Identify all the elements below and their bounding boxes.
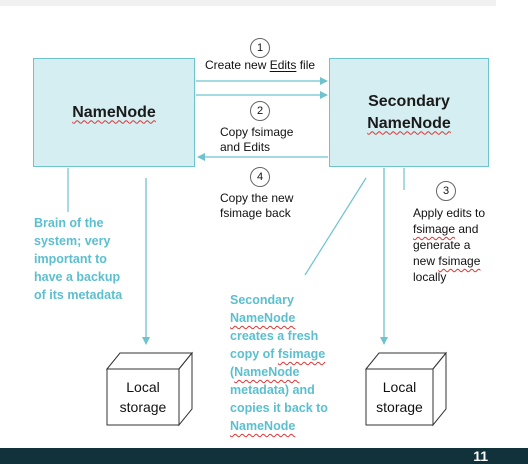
secondary-namenode-box: Secondary NameNode	[329, 58, 489, 167]
local-storage-right-label: Local storage	[376, 379, 423, 415]
top-divider	[0, 0, 496, 6]
step-3-number: 3	[436, 181, 456, 201]
namenode-note: Brain of the system; very important to h…	[34, 216, 123, 302]
secondary-namenode-note: Secondary NameNode creates a fresh copy …	[230, 293, 328, 433]
pointer-secondary	[304, 177, 367, 276]
namenode-label: NameNode	[72, 103, 156, 121]
local-storage-left-cube	[105, 351, 194, 427]
page-number: 11	[473, 448, 488, 464]
step-4-text: Copy the new fsimage back	[220, 191, 294, 220]
step-3-text: Apply edits to fsimage and generate a ne…	[413, 206, 486, 284]
namenode-box: NameNode	[33, 58, 195, 167]
step-4-number: 4	[250, 167, 270, 187]
secondary-label-line2: NameNode	[367, 114, 451, 132]
local-storage-left-label: Local storage	[119, 379, 167, 415]
footer-bar	[0, 448, 528, 464]
step-1-text: Create new Edits file	[205, 58, 316, 72]
secondary-label-line1: Secondary	[368, 92, 450, 110]
local-storage-right-cube	[364, 351, 448, 427]
step-2-number: 2	[250, 101, 270, 121]
step-1-number: 1	[250, 38, 270, 58]
step-2-text: Copy fsimage and Edits	[220, 125, 294, 154]
